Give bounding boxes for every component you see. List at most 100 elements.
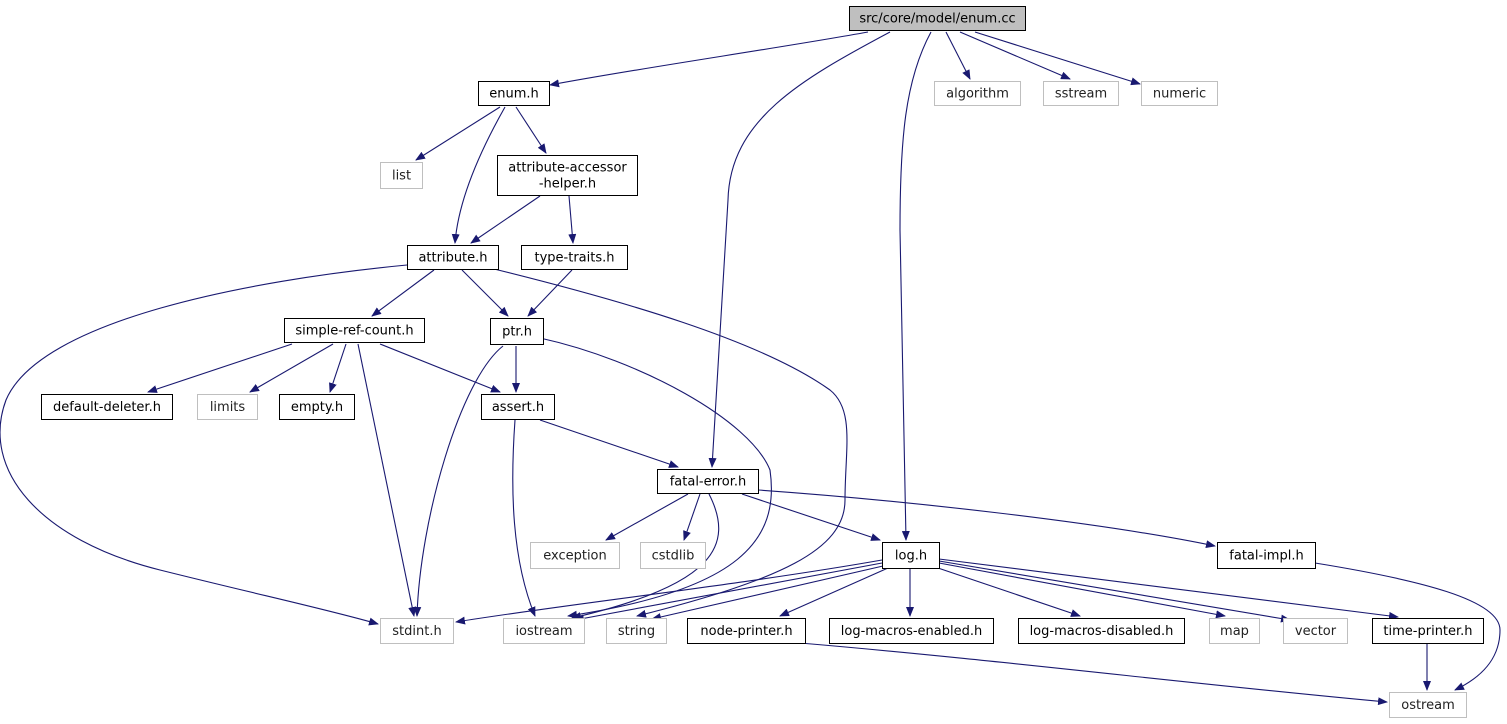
node-aah[interactable]: attribute-accessor-helper.h <box>497 155 638 196</box>
node-label: limits <box>210 400 246 415</box>
node-box <box>503 618 585 644</box>
node-box <box>284 318 425 343</box>
node-box <box>657 469 759 494</box>
edges-layer <box>0 31 1501 706</box>
node-default-deleter[interactable]: default-deleter.h <box>41 394 173 420</box>
edge-enum-cc-to-enum-h <box>549 31 869 88</box>
edge-src-to-limits <box>249 343 334 393</box>
node-box <box>478 81 550 106</box>
node-box <box>1209 618 1260 644</box>
node-label: src/core/model/enum.cc <box>859 12 1015 27</box>
node-vector[interactable]: vector <box>1283 618 1348 644</box>
edge-enum-cc-to-sstream <box>959 31 1071 80</box>
edge-enum-h-to-attribute-h <box>451 106 506 244</box>
edge-fatal-impl-to-ostream <box>1314 562 1501 691</box>
edge-fatal-error-to-fatal-impl <box>757 489 1216 549</box>
node-box <box>606 618 667 644</box>
edge-assert-h-to-fatal-error <box>539 419 679 468</box>
node-src[interactable]: simple-ref-count.h <box>284 318 425 343</box>
edge-log-h-to-map <box>938 562 1226 619</box>
edge-log-h-to-lmd <box>937 567 1081 617</box>
node-label: algorithm <box>946 87 1009 102</box>
node-assert-h[interactable]: assert.h <box>481 394 555 420</box>
node-map[interactable]: map <box>1209 618 1260 644</box>
edge-enum-cc-to-fatal-error <box>708 31 891 468</box>
node-box <box>1217 542 1316 569</box>
node-box <box>1283 618 1348 644</box>
edge-log-h-to-node-printer <box>779 567 889 617</box>
edge-aah-to-attribute-h <box>470 195 541 244</box>
node-label: log-macros-disabled.h <box>1030 624 1174 639</box>
node-label: simple-ref-count.h <box>295 324 413 339</box>
node-enum-h[interactable]: enum.h <box>478 81 550 106</box>
node-box <box>380 618 454 644</box>
node-label: log.h <box>895 549 927 564</box>
edge-type-traits-to-ptr-h <box>527 269 573 317</box>
node-label: stdint.h <box>392 624 441 639</box>
node-stdint[interactable]: stdint.h <box>380 618 454 644</box>
node-box <box>687 618 806 644</box>
edge-assert-h-to-iostream <box>512 419 536 617</box>
node-box <box>1141 81 1218 106</box>
node-box <box>407 245 499 270</box>
node-label: vector <box>1295 624 1337 639</box>
node-label: cstdlib <box>652 549 695 564</box>
node-label: numeric <box>1153 87 1206 102</box>
node-log-h[interactable]: log.h <box>882 542 940 569</box>
node-limits[interactable]: limits <box>197 394 258 420</box>
edge-fatal-error-to-log-h <box>741 493 881 541</box>
edge-src-to-stdint <box>357 343 417 617</box>
node-label: node-printer.h <box>700 624 792 639</box>
node-cstdlib[interactable]: cstdlib <box>640 542 706 569</box>
node-time-printer[interactable]: time-printer.h <box>1372 618 1484 644</box>
node-label: exception <box>543 549 607 564</box>
node-algorithm[interactable]: algorithm <box>934 81 1021 106</box>
edge-log-h-to-string <box>651 565 884 621</box>
node-fatal-impl[interactable]: fatal-impl.h <box>1217 542 1316 569</box>
edge-attribute-h-to-stdint <box>0 264 408 626</box>
node-box <box>530 542 620 569</box>
node-label: default-deleter.h <box>53 400 161 415</box>
node-list[interactable]: list <box>380 162 423 189</box>
node-box <box>640 542 706 569</box>
node-label: attribute-accessor <box>508 161 627 176</box>
node-box <box>1043 81 1119 106</box>
edge-fatal-error-to-exception <box>605 493 689 541</box>
edge-attribute-h-to-string <box>489 267 848 618</box>
edge-ptr-h-to-iostream <box>539 337 772 619</box>
node-iostream[interactable]: iostream <box>503 618 585 644</box>
node-lme[interactable]: log-macros-enabled.h <box>829 618 994 644</box>
node-box <box>380 162 423 189</box>
node-exception[interactable]: exception <box>530 542 620 569</box>
edge-log-h-to-stdint <box>455 559 883 625</box>
node-enum-cc[interactable]: src/core/model/enum.cc <box>849 6 1026 31</box>
node-label: -helper.h <box>539 177 596 192</box>
edge-attribute-h-to-src <box>371 269 435 317</box>
edge-enum-cc-to-log-h <box>899 31 932 541</box>
node-attribute-h[interactable]: attribute.h <box>407 245 499 270</box>
node-sstream[interactable]: sstream <box>1043 81 1119 106</box>
edge-ptr-h-to-stdint <box>413 345 504 617</box>
node-string[interactable]: string <box>606 618 667 644</box>
node-label: iostream <box>515 624 572 639</box>
edge-aah-to-type-traits <box>568 195 577 244</box>
node-box <box>1018 618 1185 644</box>
node-ostream[interactable]: ostream <box>1389 692 1467 718</box>
node-lmd[interactable]: log-macros-disabled.h <box>1018 618 1185 644</box>
node-box <box>197 394 258 420</box>
node-label: empty.h <box>291 400 343 415</box>
node-numeric[interactable]: numeric <box>1141 81 1218 106</box>
edge-src-to-assert-h <box>379 343 501 393</box>
edge-src-to-default-deleter <box>147 343 293 393</box>
node-empty-h[interactable]: empty.h <box>279 394 355 420</box>
node-ptr-h[interactable]: ptr.h <box>490 318 544 345</box>
node-node-printer[interactable]: node-printer.h <box>687 618 806 644</box>
node-box <box>1389 692 1467 718</box>
edge-enum-cc-to-numeric <box>974 31 1141 86</box>
node-type-traits[interactable]: type-traits.h <box>521 245 628 270</box>
edge-enum-h-to-list <box>415 106 501 161</box>
node-label: type-traits.h <box>535 251 615 266</box>
node-label: fatal-impl.h <box>1229 549 1303 564</box>
node-fatal-error[interactable]: fatal-error.h <box>657 469 759 494</box>
